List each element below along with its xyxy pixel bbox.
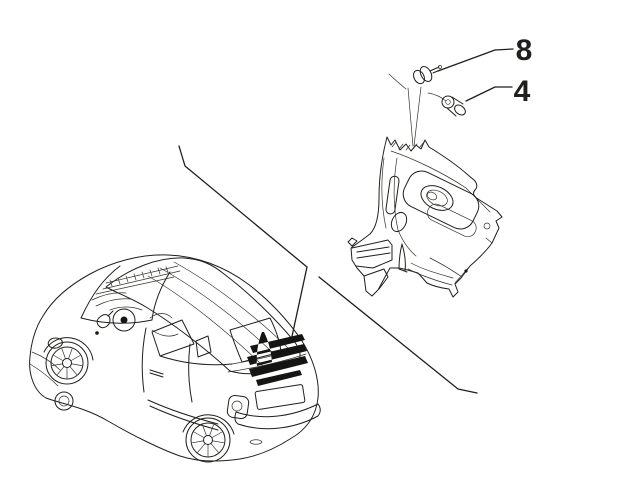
car-side-mirror xyxy=(96,310,114,329)
leader-line-lower xyxy=(318,276,478,394)
car-wipers xyxy=(91,292,143,311)
push-pin-rim xyxy=(454,104,466,116)
clip-lobe-right xyxy=(419,66,433,82)
callout-4-label[interactable]: 4 xyxy=(514,75,531,108)
part-illustration-quarter-trim-panel xyxy=(347,73,503,298)
handle-ring-outer xyxy=(420,185,454,211)
trim-panel-contours xyxy=(381,141,493,286)
panel-screw-detail xyxy=(483,222,491,230)
taillight xyxy=(226,394,250,420)
handle-ring-center xyxy=(426,191,438,201)
car-roof-header-rails xyxy=(95,265,181,295)
license-plate xyxy=(254,384,306,410)
push-pin-head-center xyxy=(445,99,451,105)
trim-location-highlight xyxy=(247,332,308,386)
handle-ring-inner xyxy=(426,189,448,207)
clip-pin-tip xyxy=(438,65,442,69)
callout-8-leader xyxy=(437,48,514,72)
car-body-outline xyxy=(29,254,319,462)
vehicle-illustration xyxy=(29,254,321,463)
pillar-oval xyxy=(390,211,408,233)
push-pin-head xyxy=(441,95,455,109)
front-hub xyxy=(62,358,72,368)
car-front-wheel xyxy=(43,337,94,385)
car-side-details xyxy=(141,319,233,431)
lower-brackets xyxy=(347,237,393,290)
push-pin-fastener-icon xyxy=(441,95,466,117)
front-tire xyxy=(45,341,89,385)
fastener-guide-lines xyxy=(388,73,447,147)
exhaust-tip xyxy=(249,439,263,445)
rear-rim xyxy=(190,422,226,458)
rear-spokes xyxy=(191,424,225,457)
rear-bumper xyxy=(234,403,321,430)
pull-pocket xyxy=(427,203,477,238)
push-pin-cone xyxy=(446,96,464,117)
bottom-flap xyxy=(398,243,408,273)
rear-tire xyxy=(185,417,231,463)
front-wheel-arch xyxy=(43,337,94,361)
car-headlight xyxy=(54,391,74,411)
car-badge-dot xyxy=(95,331,99,335)
rear-wheel-arch xyxy=(182,414,235,435)
leader-line-upper xyxy=(178,145,308,342)
front-spokes xyxy=(51,348,83,379)
callout-4-leader xyxy=(465,86,513,102)
rear-hub xyxy=(203,435,213,445)
steering-wheel-hub xyxy=(120,316,128,324)
reference-lines xyxy=(178,145,478,394)
clip-fastener-icon xyxy=(412,65,442,85)
car-rear-details xyxy=(226,317,321,445)
taillight-inner xyxy=(231,400,243,412)
armrest-recess xyxy=(402,170,480,230)
pillar-slot xyxy=(385,175,400,215)
car-headlight-inner xyxy=(58,395,70,407)
panel-dot-detail xyxy=(464,269,468,273)
trim-panel-outline xyxy=(350,136,503,298)
front-rim xyxy=(50,346,84,380)
callout-8-label[interactable]: 8 xyxy=(516,34,533,67)
clip-lobe-left xyxy=(412,69,426,85)
callouts: 8 4 xyxy=(437,34,533,108)
steering-wheel-rim xyxy=(112,308,136,332)
car-steering-wheel xyxy=(112,308,136,332)
car-rear-wheel xyxy=(182,414,235,463)
